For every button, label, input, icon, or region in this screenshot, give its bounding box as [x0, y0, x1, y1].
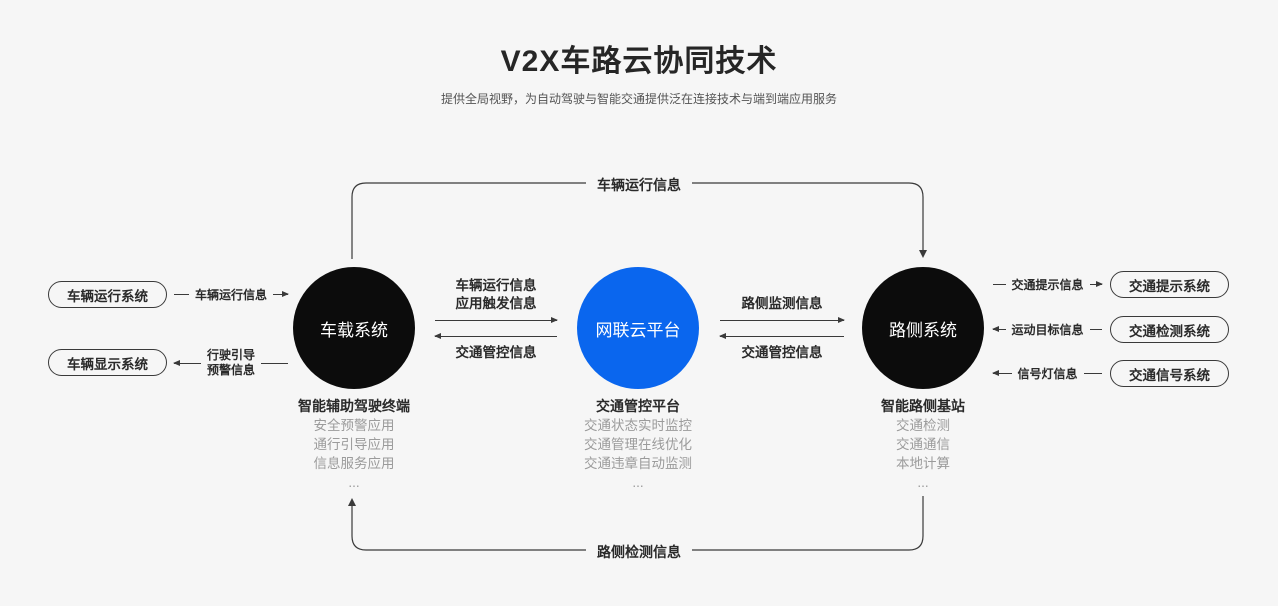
- caption-item: 交通通信: [896, 437, 950, 452]
- arrow-right-icon: [435, 317, 558, 323]
- arrow-left-icon: [992, 370, 1012, 376]
- page-title: V2X车路云协同技术: [500, 45, 778, 78]
- pill-traffic-prompt-system: 交通提示系统: [1110, 271, 1229, 298]
- arrow-label: 交通提示信息: [1011, 278, 1084, 292]
- flow-vehicle-cloud: 车辆运行信息 应用触发信息 交通管控信息: [434, 277, 558, 362]
- node-cloud-platform: 网联云平台: [577, 267, 699, 389]
- caption-item: 通行引导应用: [313, 437, 395, 452]
- caption-item: 信息服务应用: [313, 456, 395, 471]
- caption-item: 交通状态实时监控: [584, 418, 692, 433]
- flow-bottom-label: 交通管控信息: [741, 345, 823, 360]
- node-cloud-label: 网联云平台: [595, 320, 681, 340]
- pill-vehicle-run-system: 车辆运行系统: [48, 281, 167, 308]
- node-roadside-label: 路侧系统: [889, 320, 957, 340]
- node-vehicle-label: 车载系统: [320, 320, 388, 340]
- arrow-left-icon: [719, 333, 844, 339]
- arrow-label-line2: 预警信息: [207, 363, 256, 377]
- bottom-curve-arrowhead-up: [348, 498, 356, 506]
- top-curve-right-segment: [692, 182, 924, 251]
- arrow-row-signal-light-info: 信号灯信息: [992, 364, 1103, 383]
- caption-item: 安全预警应用: [313, 418, 395, 433]
- arrow-left-icon: [434, 333, 557, 339]
- flow-top-label: 路侧监测信息: [741, 296, 823, 311]
- line-segment: [1089, 329, 1103, 330]
- caption-item-ellipsis: ...: [917, 475, 929, 490]
- caption-roadside: 智能路侧基站 交通检测 交通通信 本地计算 ...: [813, 397, 1033, 492]
- line-segment: [174, 294, 189, 295]
- arrow-label: 车辆运行信息: [195, 288, 268, 302]
- page-subtitle: 提供全局视野，为自动驾驶与智能交通提供泛在连接技术与端到端应用服务: [440, 92, 837, 106]
- arrow-left-icon: [992, 326, 1006, 332]
- arrow-row-vehicle-run-info: 车辆运行信息: [174, 285, 290, 304]
- caption-item: 本地计算: [896, 456, 950, 471]
- arrow-left-icon: [173, 359, 201, 366]
- caption-title: 交通管控平台: [596, 398, 680, 414]
- caption-item: 交通检测: [896, 418, 950, 433]
- caption-item-ellipsis: ...: [632, 475, 644, 490]
- flow-bottom-label: 交通管控信息: [455, 345, 537, 360]
- caption-title: 智能辅助驾驶终端: [298, 398, 410, 414]
- arrow-right-icon: [1089, 281, 1103, 287]
- caption-item: 交通违章自动监测: [584, 456, 692, 471]
- top-curve-left-segment: [351, 182, 586, 259]
- pill-vehicle-display-system: 车辆显示系统: [48, 349, 167, 376]
- node-vehicle-system: 车载系统: [293, 267, 415, 389]
- flow-cloud-roadside: 路侧监测信息 交通管控信息: [719, 295, 845, 362]
- caption-title: 智能路侧基站: [881, 398, 965, 414]
- caption-item: 交通管理在线优化: [584, 437, 692, 452]
- top-curve-arrowhead-down: [919, 250, 927, 258]
- caption-vehicle: 智能辅助驾驶终端 安全预警应用 通行引导应用 信息服务应用 ...: [244, 397, 464, 492]
- bottom-curve-right-segment: [692, 496, 924, 551]
- flow-top-label-line1: 车辆运行信息: [455, 278, 537, 293]
- caption-item-ellipsis: ...: [348, 475, 360, 490]
- flow-top-label-line2: 应用触发信息: [455, 296, 537, 311]
- line-segment: [1083, 373, 1103, 374]
- caption-cloud: 交通管控平台 交通状态实时监控 交通管理在线优化 交通违章自动监测 ...: [528, 397, 748, 492]
- pill-traffic-detect-system: 交通检测系统: [1110, 316, 1229, 343]
- arrow-label: 运动目标信息: [1011, 323, 1084, 337]
- pill-traffic-signal-system: 交通信号系统: [1110, 360, 1229, 387]
- arrow-row-moving-target-info: 运动目标信息: [992, 320, 1103, 339]
- arrow-label: 行驶引导 预警信息: [207, 348, 255, 378]
- arrow-row-traffic-prompt-info: 交通提示信息: [993, 275, 1103, 294]
- top-curve-label: 车辆运行信息: [597, 177, 681, 193]
- arrow-label-line1: 行驶引导: [207, 348, 256, 362]
- bottom-curve-left-segment: [351, 505, 586, 551]
- arrow-right-icon: [720, 317, 845, 323]
- arrow-row-driving-guide-warning: 行驶引导 预警信息: [173, 347, 289, 379]
- arrow-right-icon: [273, 291, 290, 297]
- line-segment: [261, 362, 289, 364]
- node-roadside-system: 路侧系统: [862, 267, 984, 389]
- arrow-label: 信号灯信息: [1017, 367, 1078, 381]
- bottom-curve-label: 路侧检测信息: [597, 544, 681, 560]
- line-segment: [993, 284, 1006, 285]
